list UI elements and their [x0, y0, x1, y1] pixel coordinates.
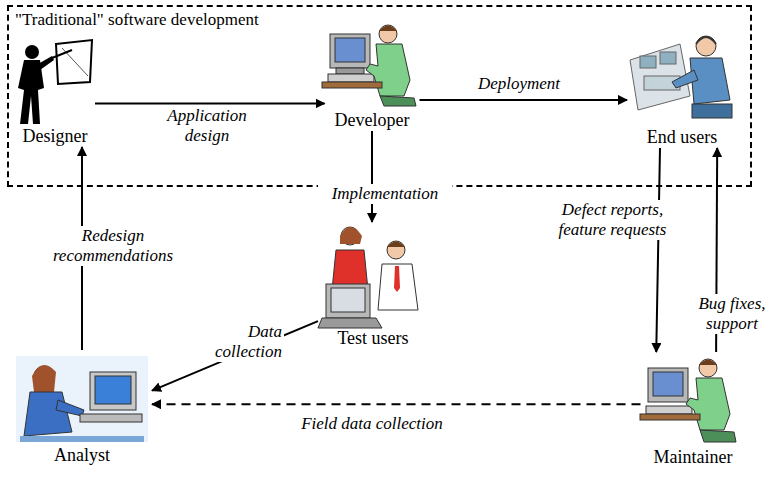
- role-label: Test users: [318, 328, 428, 349]
- test-users-figure: [318, 227, 418, 328]
- edge-label: Field data collection: [290, 414, 454, 434]
- flow-arrow: [420, 99, 628, 101]
- person-node: End users: [627, 22, 737, 148]
- edge-label: Data collection: [196, 322, 284, 362]
- flow-arrow: [95, 102, 325, 104]
- edge-label: Defect reports, feature requests: [548, 200, 677, 240]
- role-label: Designer: [15, 126, 95, 147]
- flow-arrow: [152, 321, 318, 391]
- flow-arrow: [152, 403, 641, 405]
- dashed-boundary: "Traditional" software developmentDesign…: [7, 5, 752, 187]
- person-node: Analyst: [12, 350, 152, 466]
- edge-label: Redesign recommendations: [46, 226, 180, 266]
- person-node: Developer: [325, 20, 420, 131]
- role-label: Maintainer: [641, 447, 746, 468]
- icon-space: [318, 222, 428, 328]
- person-node: Maintainer: [641, 352, 746, 468]
- icon-space: [12, 350, 152, 445]
- person-node: Test users: [318, 222, 428, 349]
- icon-space: [627, 22, 737, 127]
- region-heading: "Traditional" software development: [9, 7, 750, 33]
- edge-label: Bug fixes, support: [688, 294, 776, 334]
- role-label: Analyst: [12, 445, 152, 466]
- icon-space: [641, 352, 746, 447]
- icon-space: [325, 20, 420, 110]
- analyst-figure: [16, 356, 148, 442]
- developer-figure: [322, 25, 416, 106]
- maintainer-figure: [640, 359, 736, 442]
- end-user-figure: [630, 36, 732, 118]
- flow-arrow: [656, 148, 660, 352]
- edge-label: Deployment: [462, 74, 576, 94]
- icon-space: [15, 38, 95, 126]
- role-label: Developer: [325, 110, 420, 131]
- edge-label: Application design: [155, 106, 259, 146]
- flow-arrow: [371, 131, 373, 222]
- designer-figure: [18, 40, 92, 124]
- role-label: End users: [627, 127, 737, 148]
- person-node: Designer: [15, 38, 95, 147]
- edge-label: Implementation: [318, 184, 452, 204]
